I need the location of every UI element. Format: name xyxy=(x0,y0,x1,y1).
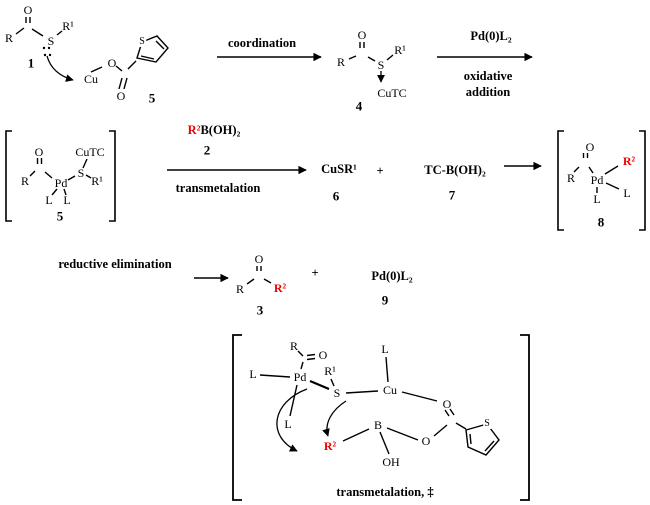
ligand-L: L xyxy=(593,192,601,206)
compound-number-3: 3 xyxy=(256,302,264,318)
atom-O: O xyxy=(254,252,264,266)
compound-number-4: 4 xyxy=(355,98,363,114)
plus-sign: + xyxy=(311,265,319,280)
atom-R: R xyxy=(235,282,245,296)
atom-O: O xyxy=(357,28,367,42)
curved-arrow-outer xyxy=(276,388,308,452)
compound-8-brackets xyxy=(557,130,646,231)
compound-3-bonds xyxy=(246,266,272,285)
hydroxyl-group: OH xyxy=(382,455,400,469)
compound-number-2: 2 xyxy=(203,142,211,158)
compound-1-bonds xyxy=(15,17,63,37)
compound-number-1: 1 xyxy=(27,55,35,71)
ligand-L: L xyxy=(623,186,631,200)
compound-number-6: 6 xyxy=(332,188,340,204)
transition-state-bonds xyxy=(259,350,500,456)
atom-R1: R¹ xyxy=(62,19,74,33)
compound-8-bonds xyxy=(573,153,620,193)
atom-O: O xyxy=(318,348,328,362)
atom-S: S xyxy=(77,166,85,180)
atom-O: O xyxy=(23,3,33,17)
atom-Pd: Pd xyxy=(54,176,68,190)
compound-number-7: 7 xyxy=(448,187,456,203)
compound-number-5: 5 xyxy=(56,208,64,224)
boh2-group: B(OH)₂ xyxy=(200,122,241,137)
compound-5-brackets xyxy=(5,130,116,222)
atom-R1: R¹ xyxy=(324,364,336,378)
step-label-reductive-elimination: reductive elimination xyxy=(58,256,172,271)
atom-O: O xyxy=(116,89,126,103)
ligand-L: L xyxy=(249,367,257,381)
cutc-label: CuTC xyxy=(75,145,105,159)
thiophene-S: S xyxy=(483,418,491,429)
atom-R: R xyxy=(20,174,30,188)
atom-Cu: Cu xyxy=(382,383,398,397)
ligand-L: L xyxy=(381,342,389,356)
catalyst-pd0l2: Pd(0)L₂ xyxy=(371,268,413,283)
step-label-addition: addition xyxy=(465,84,511,99)
atom-Cu: Cu xyxy=(83,72,99,86)
sulfur-lone-pair-dots xyxy=(42,46,52,57)
thiophene-S: S xyxy=(138,36,146,47)
curved-arrow-inner xyxy=(322,400,347,437)
transition-state-brackets xyxy=(232,334,530,501)
compound-number-9: 9 xyxy=(381,292,389,308)
atom-R2: R² xyxy=(273,281,287,295)
atom-O: O xyxy=(421,434,431,448)
step-label-coordination: coordination xyxy=(227,35,297,50)
atom-R: R xyxy=(4,31,14,45)
atom-O: O xyxy=(585,140,595,154)
atom-S: S xyxy=(377,58,385,72)
cutc-label: CuTC xyxy=(377,86,407,100)
compound-4-bonds xyxy=(348,42,394,62)
atom-R: R xyxy=(566,171,576,185)
compound-number-8: 8 xyxy=(597,214,605,230)
atom-O: O xyxy=(442,397,452,411)
r2-group: R² xyxy=(187,122,201,137)
curved-arrow-s-to-cu xyxy=(46,55,74,82)
ligand-L: L xyxy=(45,193,53,207)
transition-state-caption: transmetalation, ‡ xyxy=(336,484,434,499)
atom-R2: R² xyxy=(323,439,337,453)
cutc-bonds xyxy=(90,35,169,90)
byproduct-cusr1: CuSR¹ xyxy=(321,161,357,176)
atom-S: S xyxy=(333,386,341,400)
atom-R: R xyxy=(336,55,346,69)
ligand-L: L xyxy=(284,417,292,431)
ligand-L: L xyxy=(63,193,71,207)
atom-Pd: Pd xyxy=(590,173,604,187)
step-label-transmetalation: transmetalation xyxy=(175,180,261,195)
atom-S: S xyxy=(47,34,55,48)
atom-R: R xyxy=(289,339,299,353)
atom-O: O xyxy=(107,56,117,70)
compound-5-bonds xyxy=(29,158,92,196)
atom-Pd: Pd xyxy=(293,370,307,384)
atom-B: B xyxy=(373,418,383,432)
byproduct-tcboh2: TC-B(OH)₂ xyxy=(424,162,486,177)
atom-O: O xyxy=(34,145,44,159)
plus-sign: + xyxy=(376,163,384,178)
atom-R2: R² xyxy=(622,154,636,168)
atom-R1: R¹ xyxy=(91,174,103,188)
step-label-oxidative: oxidative xyxy=(463,68,513,83)
atom-R1: R¹ xyxy=(394,43,406,57)
compound-number-5-cutc: 5 xyxy=(148,90,156,106)
reagent-pd0l2: Pd(0)L₂ xyxy=(470,28,512,43)
